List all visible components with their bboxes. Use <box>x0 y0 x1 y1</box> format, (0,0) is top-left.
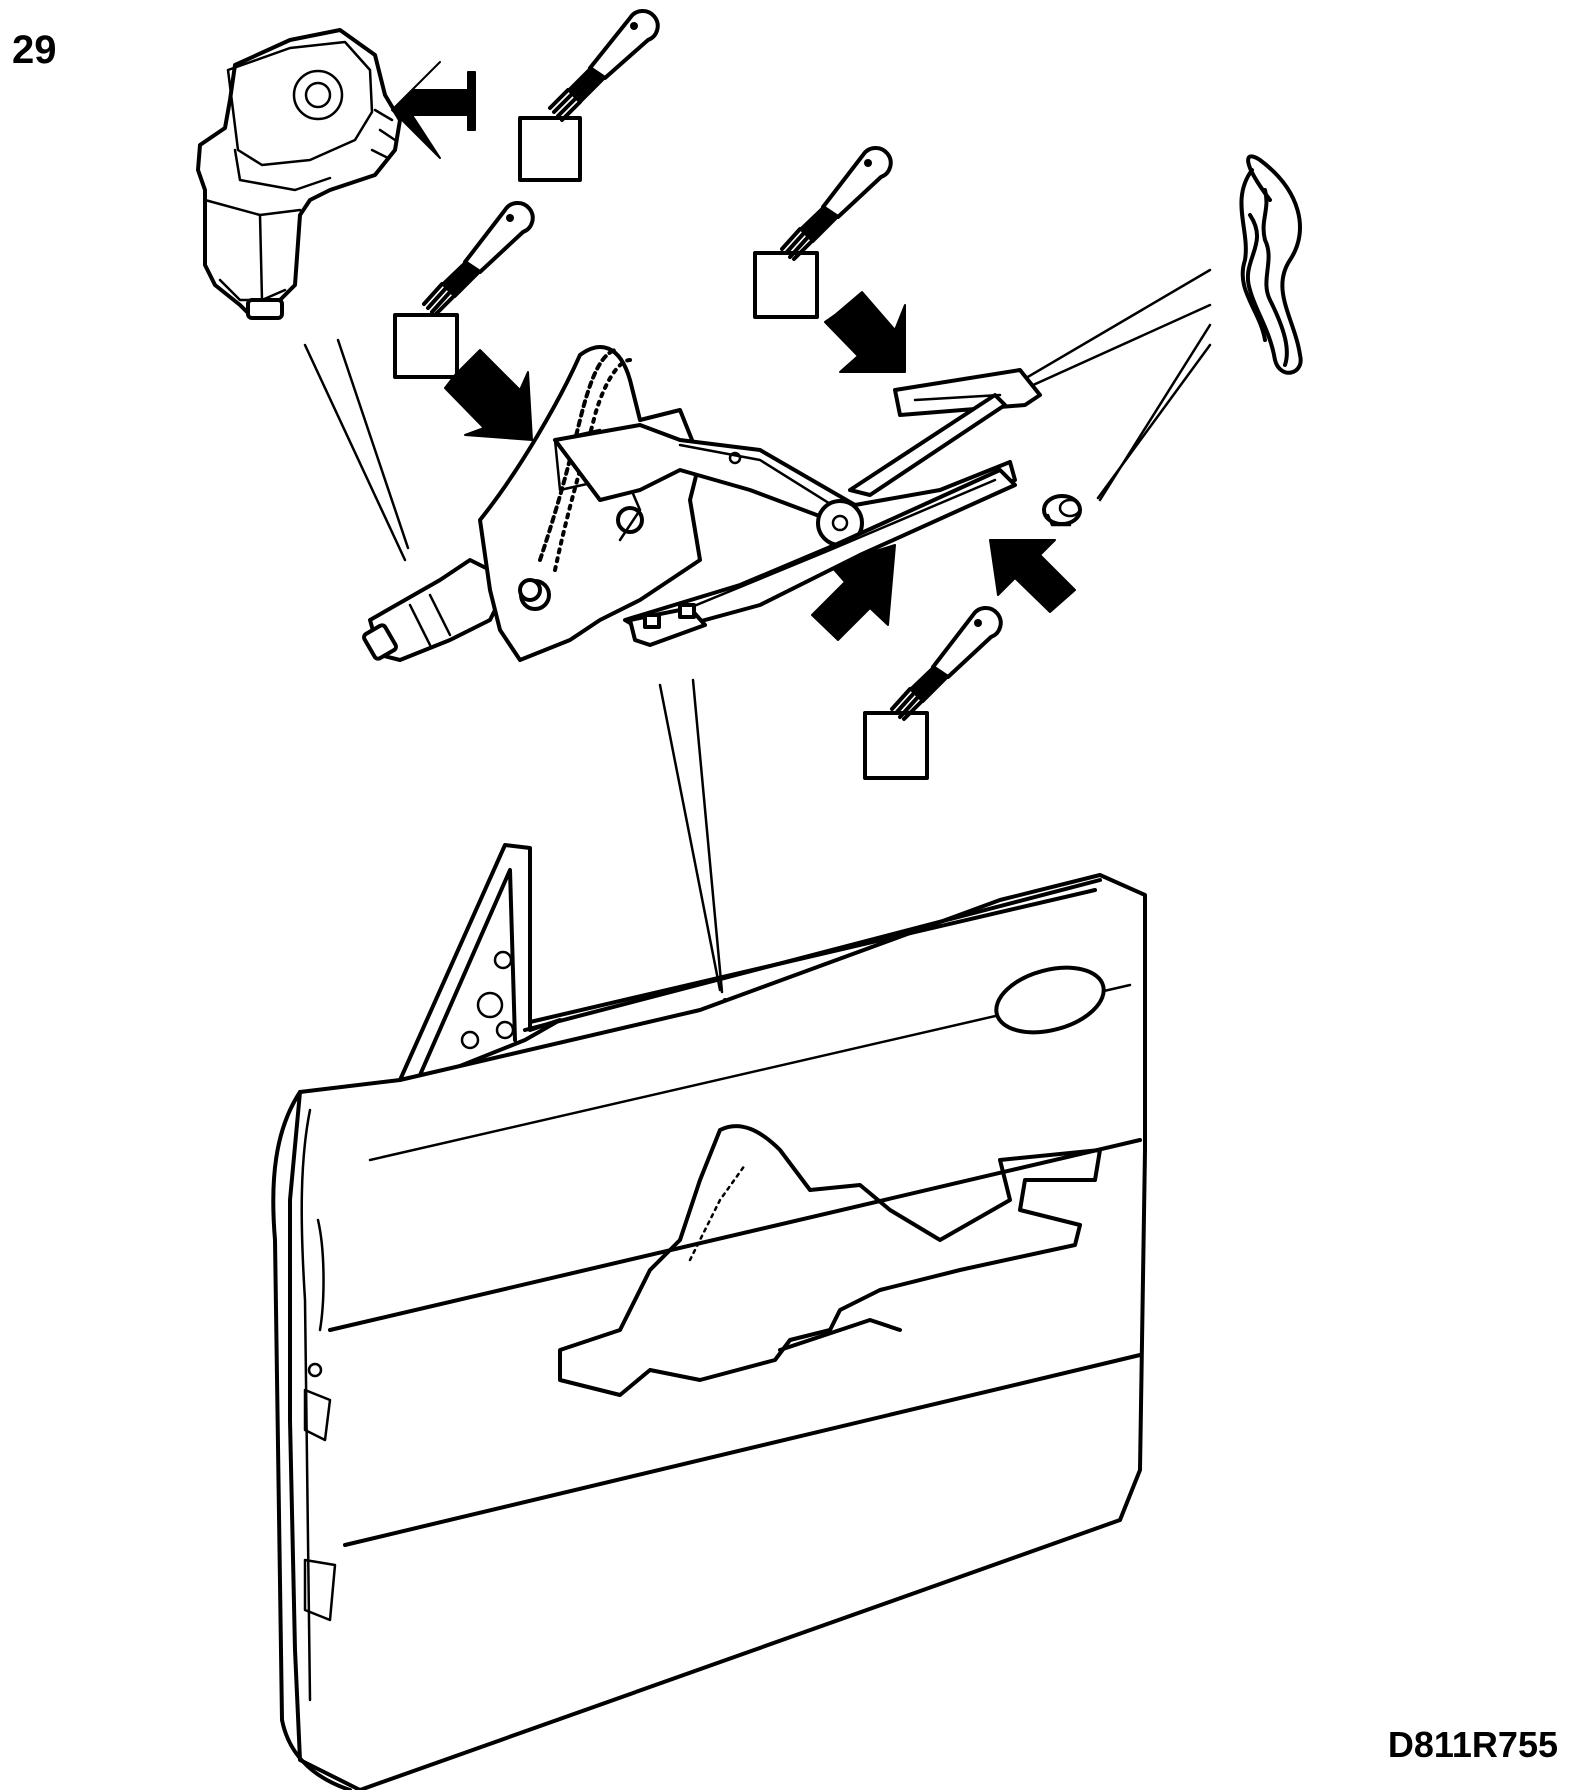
lubrication-brush-icon <box>393 200 535 379</box>
figure-number: 29 <box>12 28 57 72</box>
door-panel <box>271 843 1147 1790</box>
retaining-clip <box>1239 154 1303 375</box>
lubrication-point-arrow-icon <box>444 349 533 441</box>
reference-code: D811R755 <box>1387 1724 1558 1765</box>
lubrication-brush-icon <box>518 8 660 182</box>
lubrication-brush-icon <box>753 145 893 319</box>
lubrication-point-arrow-icon <box>989 539 1076 613</box>
lubrication-brush-icon <box>863 605 1003 780</box>
lubrication-point-arrow-icon <box>391 61 476 159</box>
bushing <box>1042 494 1082 527</box>
window-motor-unit <box>196 28 402 320</box>
lubrication-point-arrow-icon <box>824 291 906 373</box>
leader-lines <box>303 268 1212 1107</box>
window-regulator-assembly <box>362 345 1042 662</box>
